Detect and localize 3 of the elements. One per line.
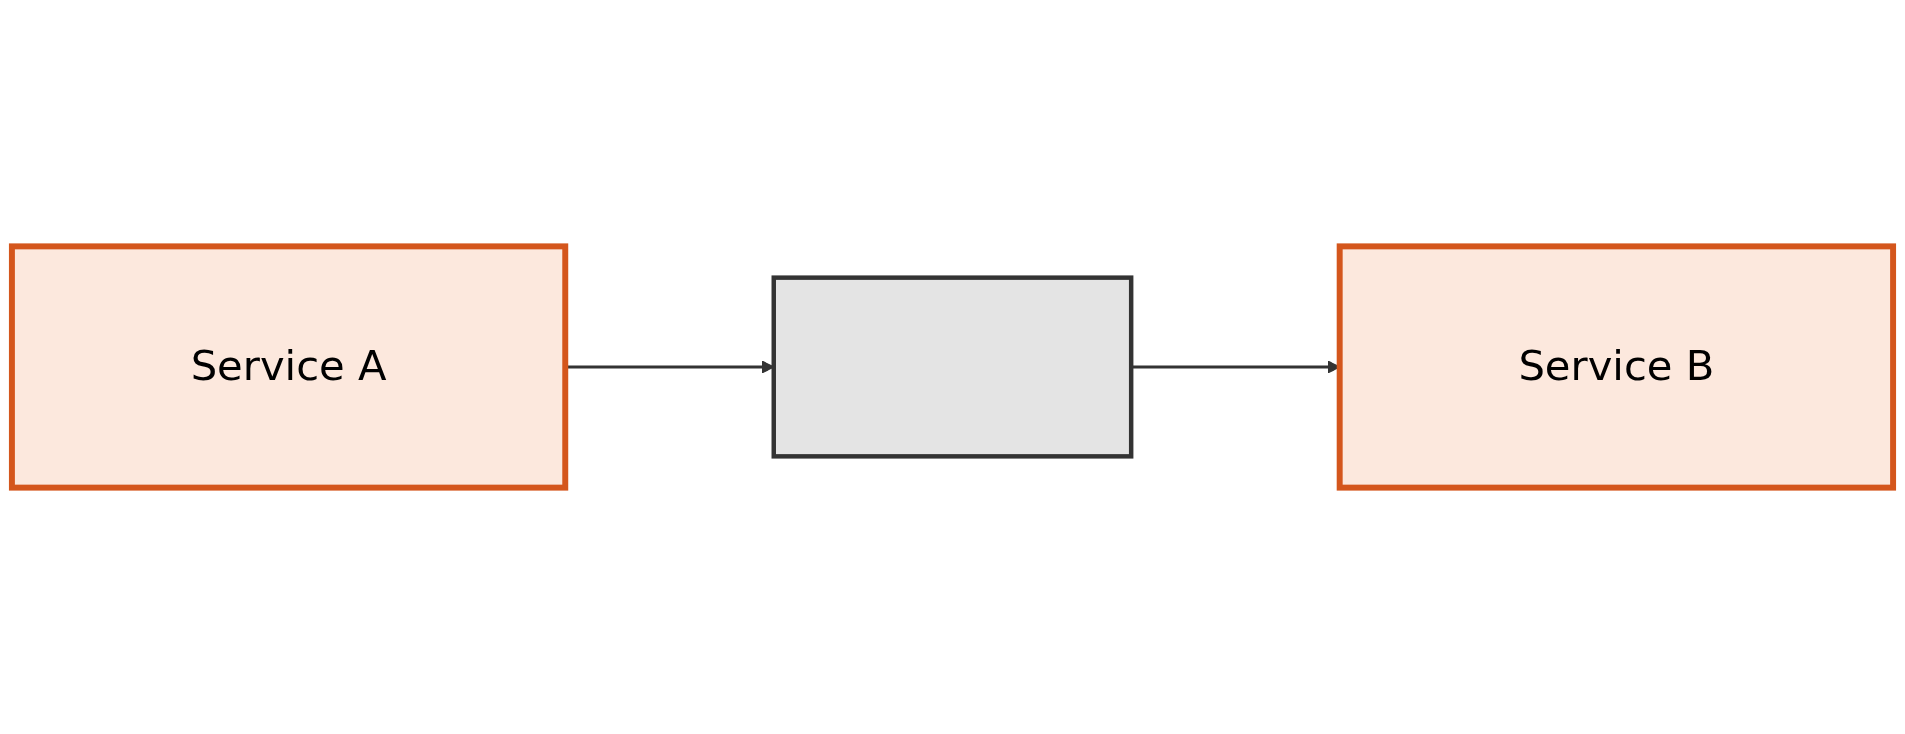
node-bar	[771, 275, 1134, 459]
node-box: Service A	[8, 243, 569, 491]
node-box: Service B	[1336, 243, 1897, 491]
